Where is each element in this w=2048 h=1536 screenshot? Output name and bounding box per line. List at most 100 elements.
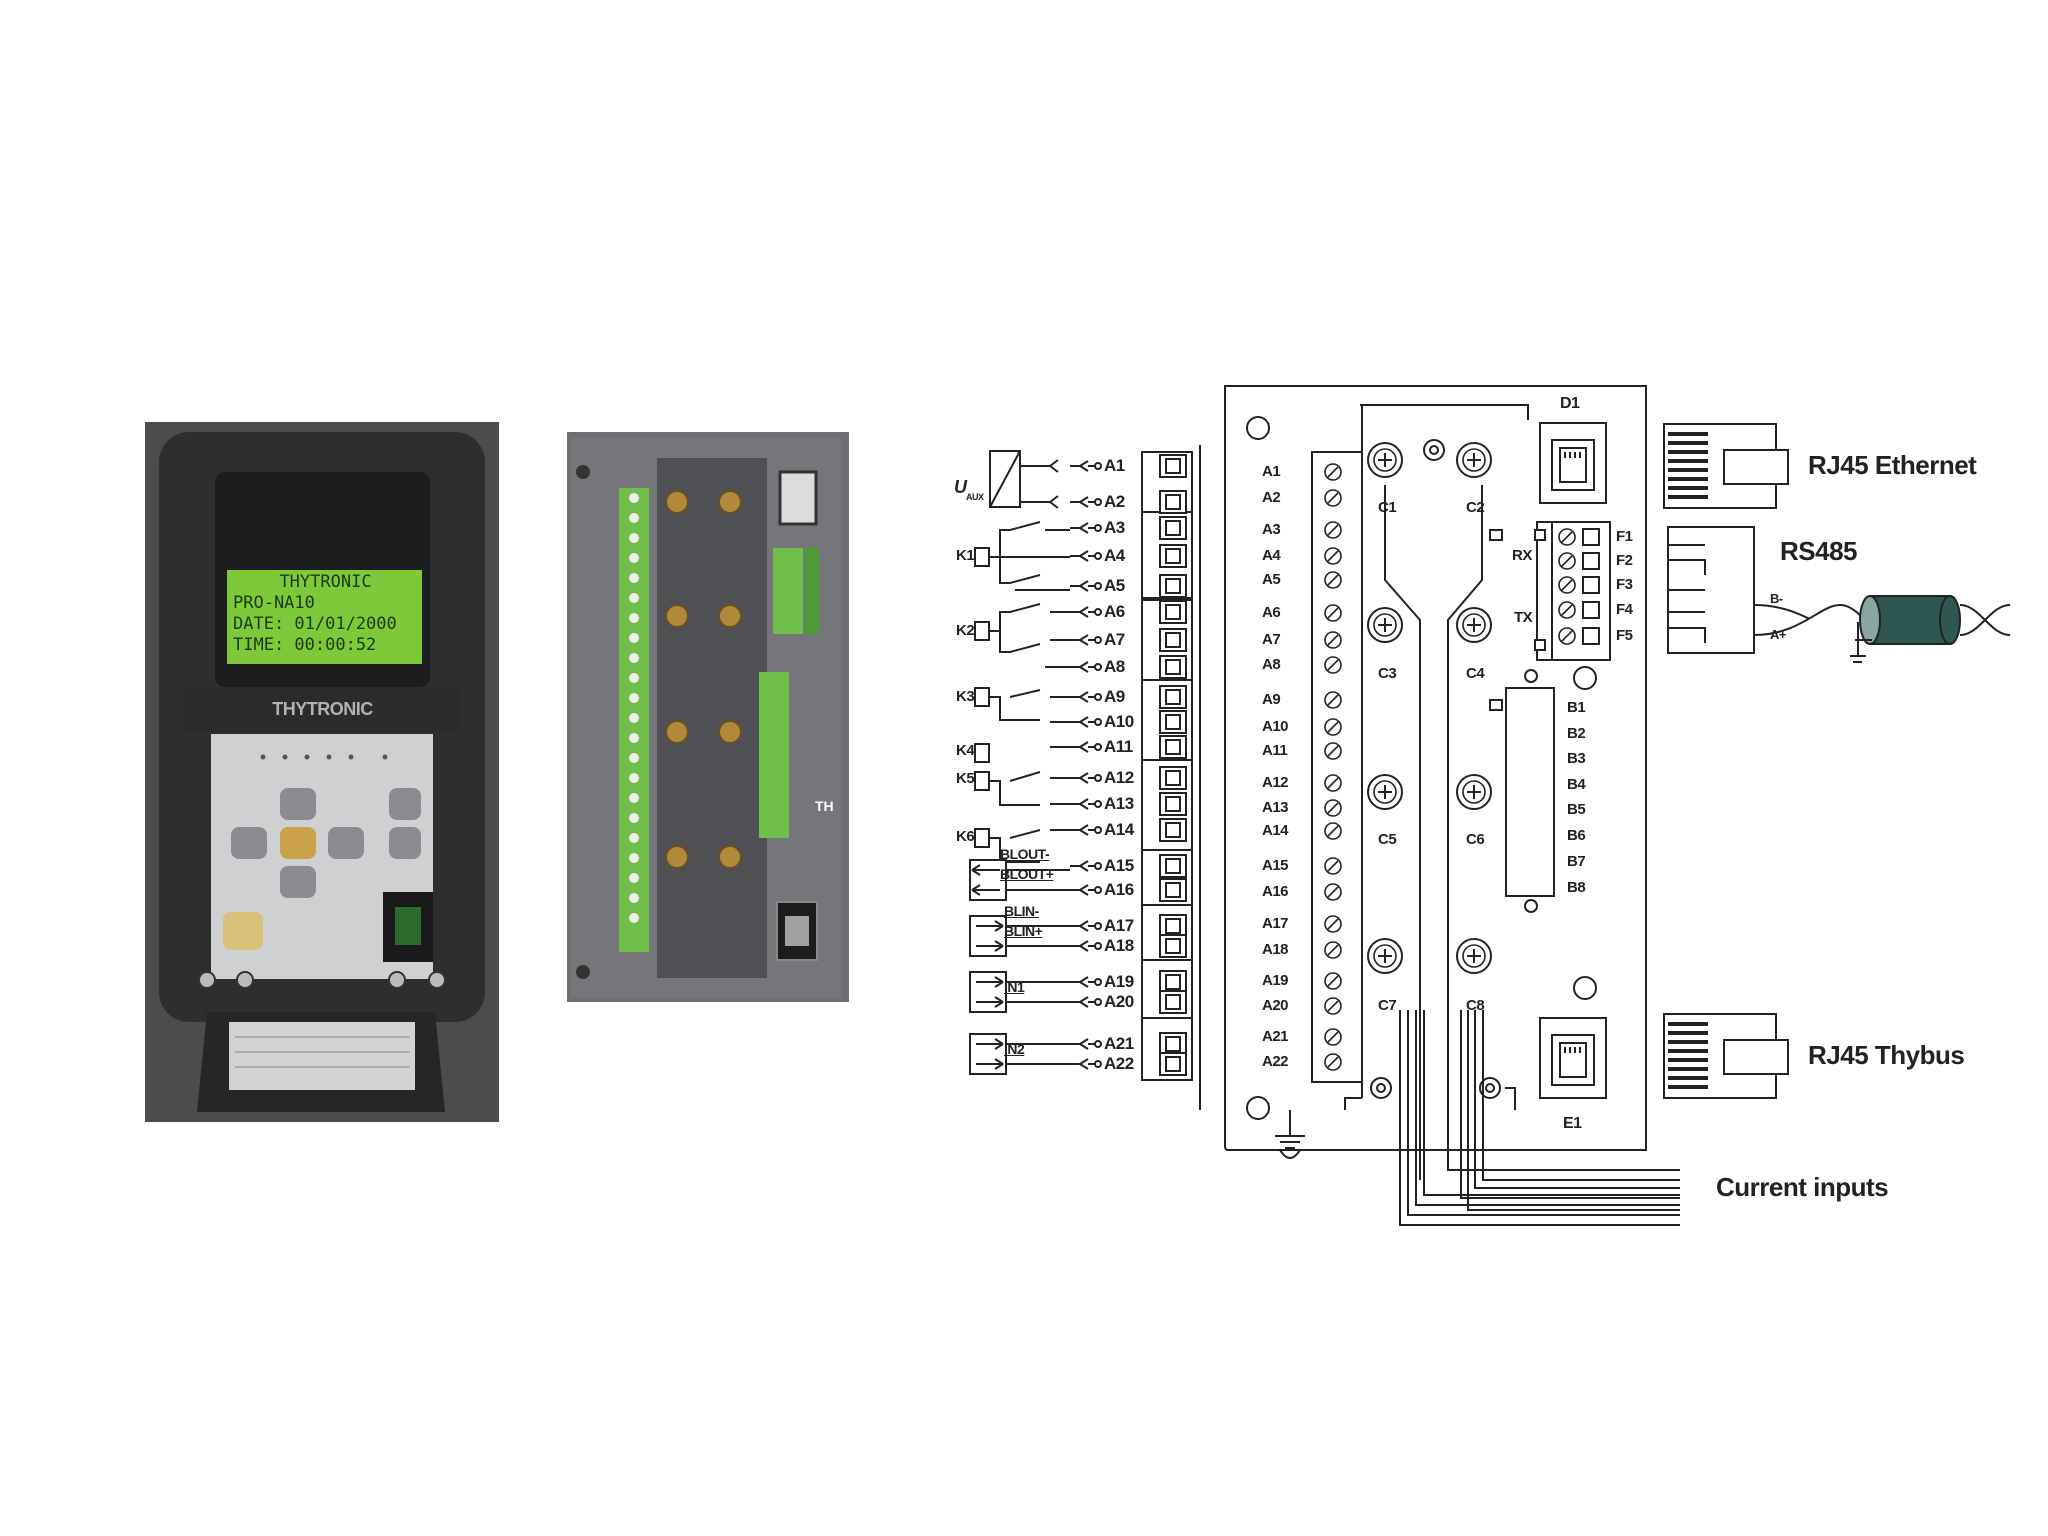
- a-terminal-label-A11: A11: [1104, 737, 1133, 756]
- a-terminal-screw-A3: [1324, 521, 1342, 539]
- a-terminal-screw-A7: [1324, 631, 1342, 649]
- tx-label: TX: [1514, 609, 1533, 626]
- a-terminal-label-A17: A17: [1104, 916, 1134, 935]
- d1-label: D1: [1560, 395, 1580, 412]
- a-terminal-label-A20: A20: [1104, 992, 1134, 1011]
- a-device-label-A7: A7: [1262, 631, 1281, 648]
- a-terminal-screw-A9: [1324, 691, 1342, 709]
- c-terminal-label-C5: C5: [1378, 831, 1397, 848]
- uaux-label: U: [954, 477, 967, 497]
- c-terminal-label-C8: C8: [1466, 997, 1485, 1014]
- relay-label-K6: K6: [956, 828, 975, 845]
- relay-contacts: [974, 521, 1070, 863]
- lcd-line-1: THYTRONIC: [279, 572, 372, 592]
- c-terminal-label-C6: C6: [1466, 831, 1485, 848]
- rx-label: RX: [1512, 547, 1532, 564]
- a-device-label-A18: A18: [1262, 941, 1289, 958]
- rs485-b-label: B-: [1770, 591, 1783, 606]
- f-terminal-screw-F1: [1558, 528, 1576, 546]
- a-device-label-A13: A13: [1262, 799, 1289, 816]
- b-terminal-label-B6: B6: [1567, 827, 1586, 844]
- a-device-label-A22: A22: [1262, 1053, 1289, 1070]
- b-terminal-label-B7: B7: [1567, 853, 1586, 870]
- rj45-ethernet-plug: [1663, 423, 1789, 509]
- a-terminal-screw-A17: [1324, 915, 1342, 933]
- a-terminal-screw-A22: [1324, 1053, 1342, 1071]
- a-terminal-screw-A15: [1324, 857, 1342, 875]
- a-device-label-A2: A2: [1262, 489, 1281, 506]
- rs485-terminal-block: [1534, 521, 1611, 661]
- a-terminal-screw-A12: [1324, 774, 1342, 792]
- a-device-label-A16: A16: [1262, 883, 1289, 900]
- rear-side-mark: TH: [815, 798, 834, 814]
- a-device-label-A11: A11: [1262, 742, 1288, 759]
- a-device-label-A19: A19: [1262, 972, 1289, 989]
- a-terminal-label-A14: A14: [1104, 820, 1134, 839]
- brand-logo: THYTRONIC: [272, 699, 373, 719]
- a-device-label-A3: A3: [1262, 521, 1281, 538]
- a-terminal-screw-A18: [1324, 941, 1342, 959]
- a-terminal-label-A19: A19: [1104, 972, 1134, 991]
- current-inputs-label: Current inputs: [1716, 1172, 1889, 1202]
- b-terminal-label-B8: B8: [1567, 879, 1586, 896]
- a-device-label-A9: A9: [1262, 691, 1281, 708]
- rj45-thybus-plug: [1663, 1013, 1789, 1099]
- a-terminal-screw-A20: [1324, 997, 1342, 1015]
- a-device-label-A17: A17: [1262, 915, 1289, 932]
- rear-panel-photo: TH: [567, 432, 849, 1002]
- f-terminal-screw-F5: [1558, 627, 1576, 645]
- a-terminal-screw-A2: [1324, 489, 1342, 507]
- c-terminal-label-C2: C2: [1466, 499, 1485, 516]
- relay-label-K5: K5: [956, 770, 975, 787]
- e1-label: E1: [1563, 1115, 1582, 1132]
- pluggable-connector-strip: [1141, 445, 1201, 1110]
- b-terminal-label-B2: B2: [1567, 725, 1586, 742]
- f-terminal-label-F4: F4: [1616, 601, 1633, 618]
- a-device-label-A8: A8: [1262, 656, 1281, 673]
- a-device-label-A6: A6: [1262, 604, 1281, 621]
- a-device-label-A14: A14: [1262, 822, 1289, 839]
- a-device-label-A20: A20: [1262, 997, 1289, 1014]
- a-terminal-label-A5: A5: [1104, 576, 1125, 595]
- a-terminal-screw-A10: [1324, 718, 1342, 736]
- lcd-line-2: PRO-NA10: [233, 593, 315, 613]
- a-device-label-A21: A21: [1262, 1028, 1289, 1045]
- a-device-label-A5: A5: [1262, 571, 1281, 588]
- b-terminal-label-B5: B5: [1567, 801, 1586, 818]
- relay-label-K2: K2: [956, 622, 975, 639]
- block-label-2: BLIN-: [1004, 903, 1039, 919]
- a-terminal-label-A7: A7: [1104, 630, 1125, 649]
- a-terminal-label-A3: A3: [1104, 518, 1125, 537]
- uaux-subscript: AUX: [966, 492, 984, 502]
- block-label-3: BLIN+: [1004, 923, 1043, 939]
- lcd-line-4: TIME: 00:00:52: [233, 635, 377, 655]
- a-terminal-label-A4: A4: [1104, 546, 1125, 565]
- current-input-wires: [1399, 1010, 1680, 1226]
- e1-rj45-port: [1539, 976, 1607, 1099]
- a-terminal-screw-A11: [1324, 742, 1342, 760]
- a-terminal-screw-A5: [1324, 571, 1342, 589]
- a-terminal-wires: [1070, 460, 1102, 1070]
- a-terminal-screw-A16: [1324, 883, 1342, 901]
- a-terminal-screw-A4: [1324, 547, 1342, 565]
- rj45-ethernet-label: RJ45 Ethernet: [1808, 450, 1977, 480]
- a-terminal-label-A6: A6: [1104, 602, 1125, 621]
- a-terminal-screw-A14: [1324, 822, 1342, 840]
- a-terminal-label-A18: A18: [1104, 936, 1134, 955]
- a-device-label-A12: A12: [1262, 774, 1289, 791]
- a-terminal-label-A8: A8: [1104, 657, 1125, 676]
- f-terminal-screw-F4: [1558, 601, 1576, 619]
- c-terminal-label-C3: C3: [1378, 665, 1397, 682]
- block-label-4: IN1: [1004, 979, 1025, 995]
- f-terminal-label-F5: F5: [1616, 627, 1633, 644]
- lcd-line-3: DATE: 01/01/2000: [233, 614, 397, 634]
- f-terminal-label-F1: F1: [1616, 528, 1633, 545]
- a-terminal-label-A9: A9: [1104, 687, 1125, 706]
- device-body: [1224, 385, 1680, 1180]
- a-terminal-screw-A6: [1324, 604, 1342, 622]
- d1-rj45-port: [1539, 422, 1607, 504]
- a-terminal-screws: [1324, 463, 1342, 1071]
- rs485-a-label: A+: [1770, 627, 1786, 642]
- a-device-label-A10: A10: [1262, 718, 1289, 735]
- a-terminal-screw-A1: [1324, 463, 1342, 481]
